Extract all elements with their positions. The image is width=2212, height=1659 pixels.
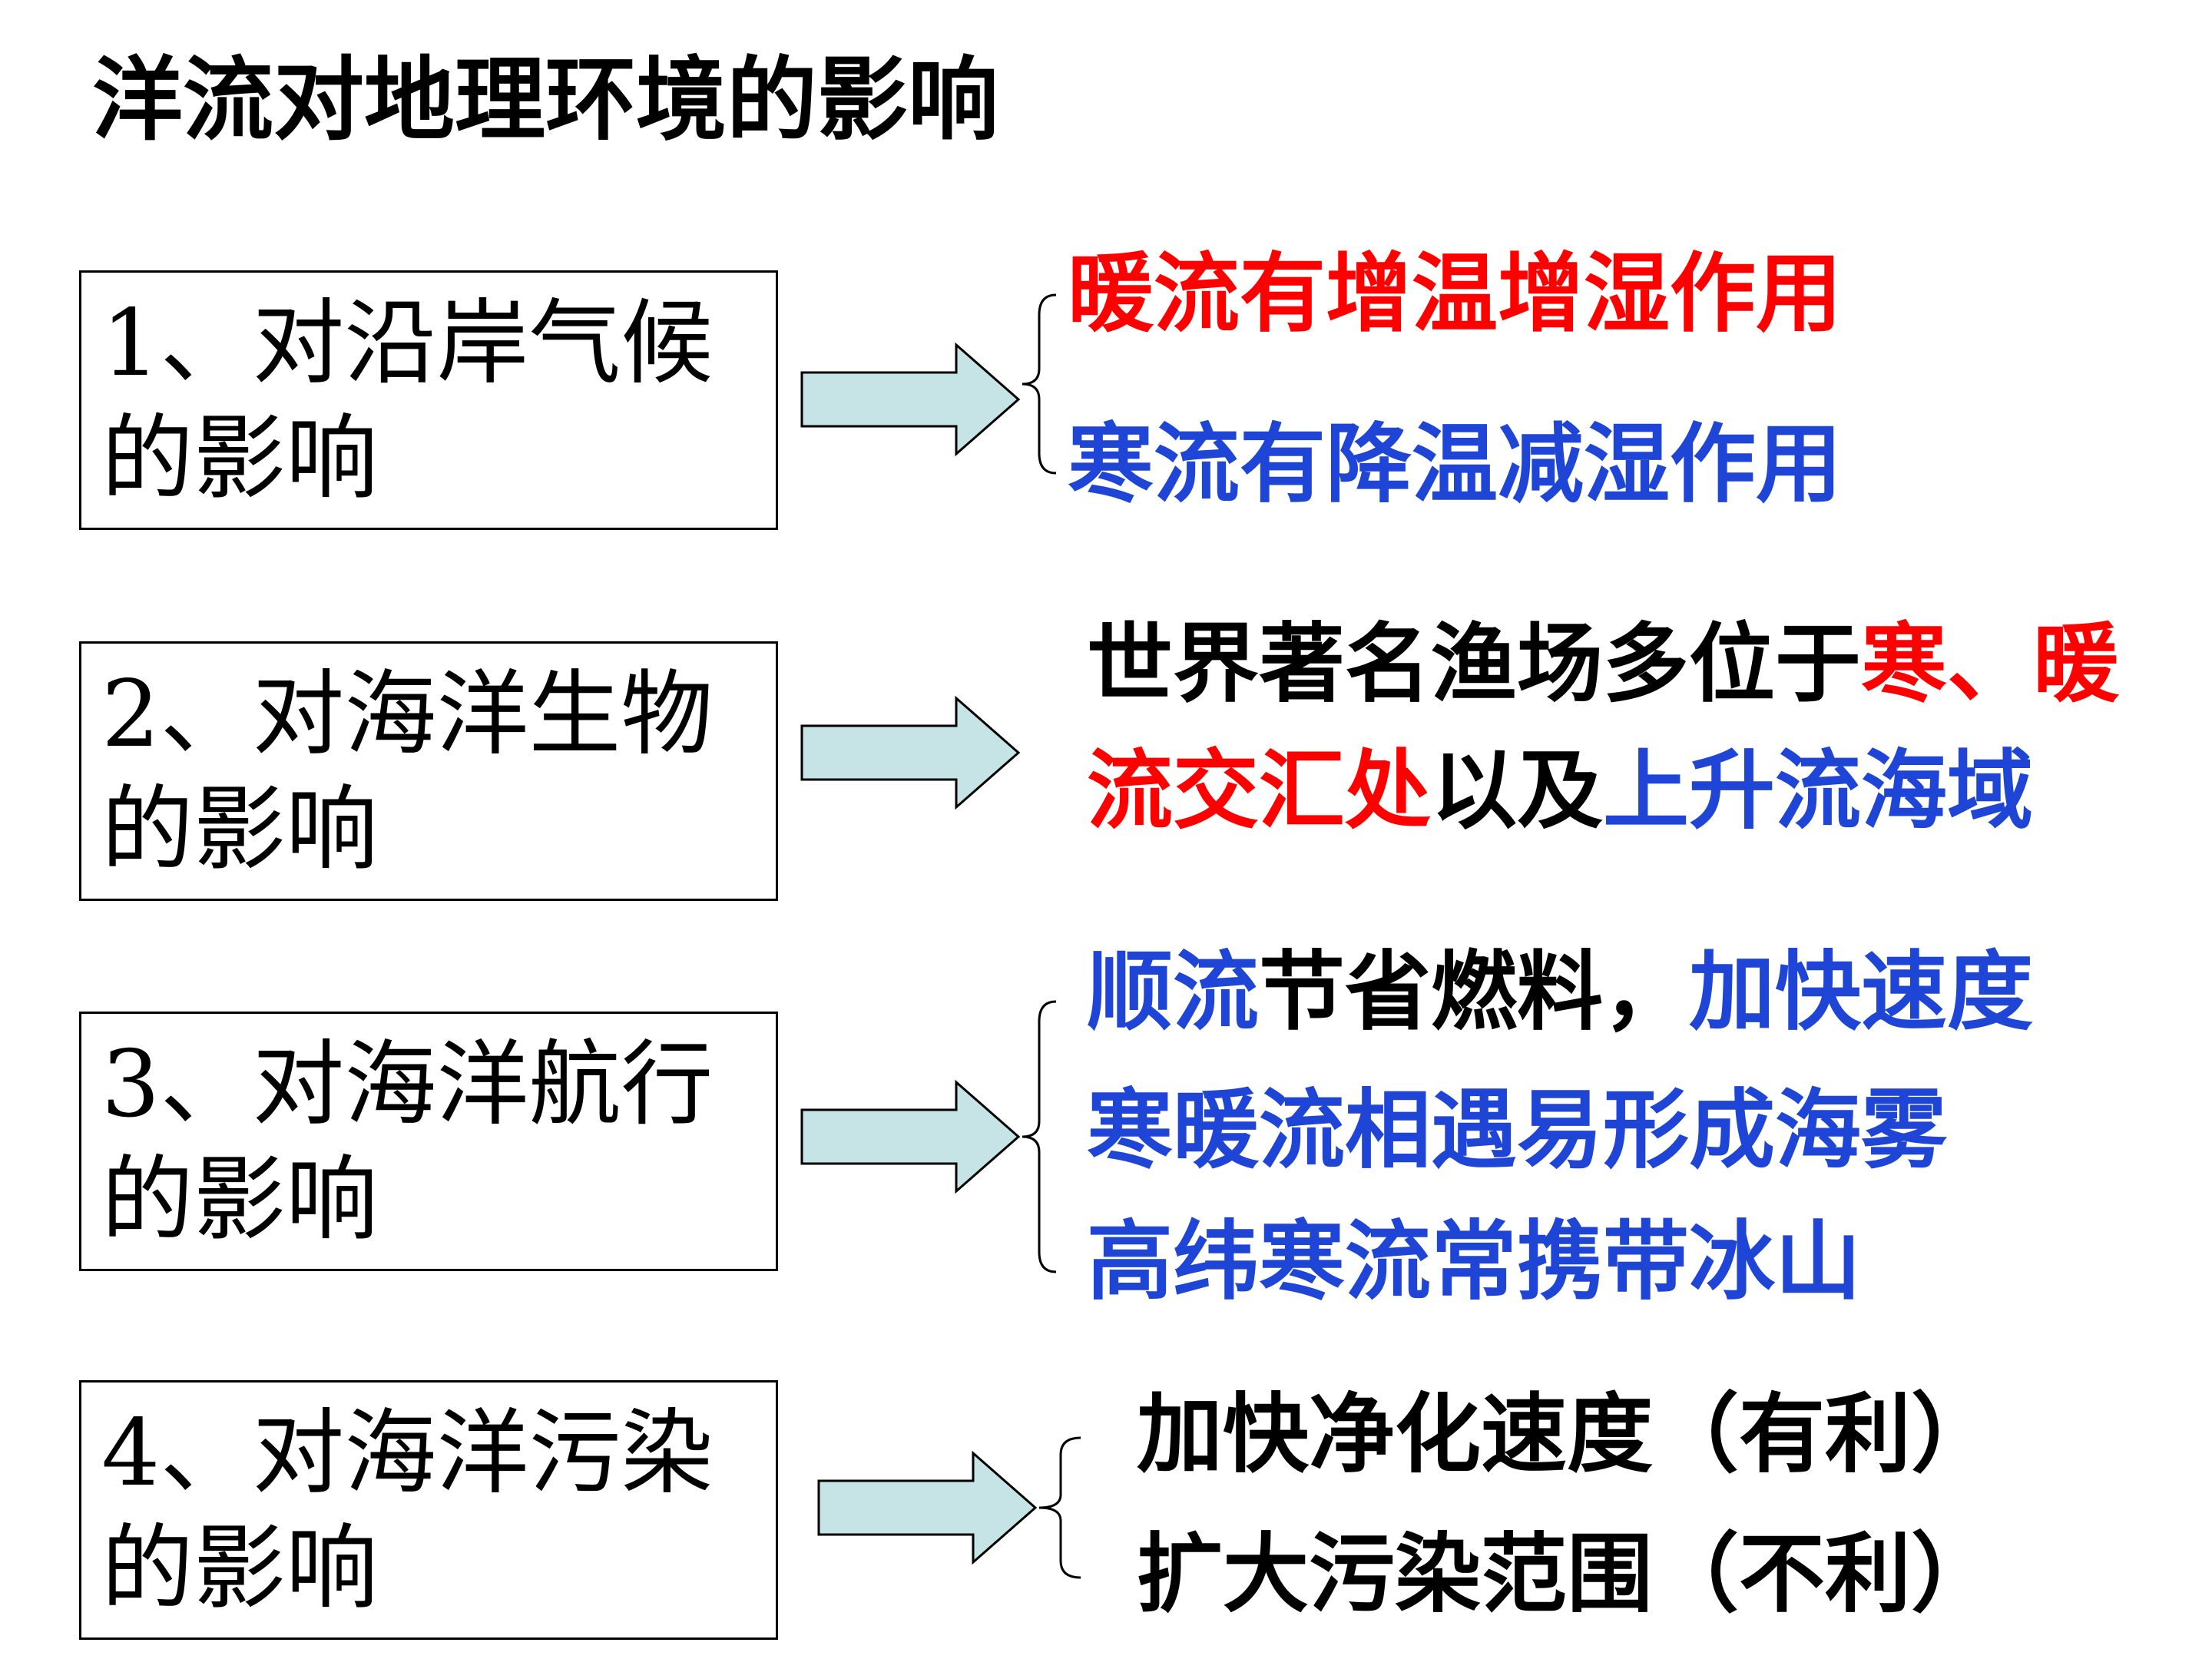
navigation-line-1: 顺流节省燃料，加快速度 <box>1087 942 2033 1042</box>
arrow-right-icon <box>817 1450 1038 1565</box>
topic-label: 的影响 <box>101 1515 378 1622</box>
topic-label: 4、对海洋污染 <box>101 1400 714 1507</box>
fishery-line-1: 世界著名渔场多位于寒、暖 <box>1087 614 2119 714</box>
fishery-text-upwelling: 上升流海域 <box>1603 741 2033 841</box>
page-title: 洋流对地理环境的影响 <box>92 47 999 153</box>
left-brace-icon <box>1022 1000 1057 1273</box>
arrow-right-icon <box>800 1079 1021 1194</box>
topic-box-climate: 1、对沿岸气候 的影响 <box>79 270 778 530</box>
topic-box-biology: 2、对海洋生物 的影响 <box>79 641 778 901</box>
fishery-text-highlight: 流交汇处 <box>1087 741 1431 841</box>
pollution-harm: 扩大污染范围（不利） <box>1137 1525 1997 1624</box>
topic-label: 2、对海洋生物 <box>101 661 714 768</box>
navigation-line-3: 高纬寒流常携带冰山 <box>1087 1212 1861 1312</box>
left-brace-icon <box>1038 1436 1081 1579</box>
topic-label: 的影响 <box>101 777 378 883</box>
topic-label: 的影响 <box>101 1147 378 1253</box>
pollution-benefit: 加快净化速度（有利） <box>1137 1385 1997 1485</box>
topic-box-navigation: 3、对海洋航行 的影响 <box>79 1012 778 1271</box>
fishery-text: 以及 <box>1431 741 1603 841</box>
arrow-right-icon <box>800 695 1021 810</box>
fishery-line-2: 流交汇处以及上升流海域 <box>1087 741 2033 841</box>
topic-label: 的影响 <box>101 406 378 512</box>
navigation-line-2: 寒暖流相遇易形成海雾 <box>1087 1081 1947 1181</box>
navigation-text: 加快速度 <box>1689 942 2033 1042</box>
navigation-text: 节省燃料， <box>1259 942 1689 1042</box>
navigation-text: 顺流 <box>1087 942 1259 1042</box>
topic-label: 1、对沿岸气候 <box>101 290 714 397</box>
left-brace-icon <box>1022 293 1057 475</box>
topic-box-pollution: 4、对海洋污染 的影响 <box>79 1380 778 1640</box>
topic-label: 3、对海洋航行 <box>101 1031 714 1138</box>
arrow-right-icon <box>800 342 1021 457</box>
cold-current-effect: 寒流有降温减湿作用 <box>1068 415 1842 515</box>
fishery-text: 世界著名渔场多位于 <box>1087 614 1861 714</box>
warm-current-effect: 暖流有增温增湿作用 <box>1068 244 1842 344</box>
fishery-text-highlight: 寒、暖 <box>1861 614 2119 714</box>
